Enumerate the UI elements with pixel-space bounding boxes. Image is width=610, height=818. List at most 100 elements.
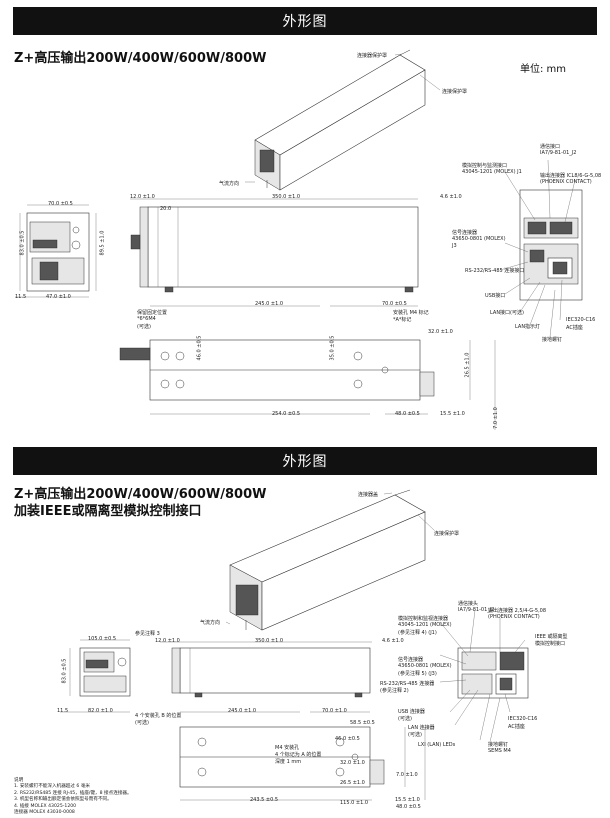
- ground-label-2: 接地螺钉: [488, 742, 509, 748]
- iso-leaders-2: [225, 492, 435, 625]
- usb-opt-2: (可选): [398, 716, 412, 722]
- section2-banner: 外形图: [13, 447, 597, 475]
- side-view-1: [130, 198, 419, 307]
- comm-port-label: 通信接口: [540, 144, 561, 150]
- dim-bottom-height: 7.0 ±1.0: [492, 407, 499, 429]
- mount-note-3: (可选): [137, 324, 151, 330]
- signal-conn-label-2: 信号连接器: [398, 657, 424, 663]
- dim2-foot-span: 82.0 ±1.0: [88, 708, 113, 714]
- dim-hole-y1: 46.0 ±0.5: [196, 335, 203, 361]
- rs232-label: RS-232/RS-485 连接接口: [465, 268, 525, 274]
- lan-label-2: LAN 连接器: [408, 725, 435, 731]
- rear-view-1: [499, 159, 583, 338]
- dim-rear-height: 26.5 ±1.0: [464, 352, 471, 378]
- mount-hole-2: *A*标记: [393, 317, 412, 323]
- side-view-2: [160, 641, 372, 713]
- remote-conn-code-2: 43045-1201 (MOLEX): [398, 622, 452, 628]
- dim-height-full: 89.5 ±1.0: [99, 230, 106, 256]
- dim2-hole-y: 46.0 ±0.5: [335, 736, 360, 742]
- bottom-view-1: [119, 339, 496, 430]
- mount-hole-2-1: M4 安装孔: [275, 745, 300, 751]
- comm-conn-label: 通信接头: [458, 601, 479, 607]
- section1-banner: 外形图: [13, 7, 597, 35]
- bottom-view-2: [179, 726, 426, 801]
- section2-title-line1: Z+高压输出200W/400W/600W/800W: [14, 487, 267, 502]
- section2-title-line2: 加装IEEE或隔离型模拟控制接口: [14, 504, 202, 519]
- bracket-label-2: 连接器盖: [358, 492, 379, 498]
- mount-note-1: 保留固定位置: [137, 310, 168, 316]
- dim2-bottom-end: 15.5 ±1.0: [395, 797, 420, 803]
- iec-label-2: IEC320-C16: [508, 716, 538, 722]
- lan-label: LAN接口(可选): [490, 310, 524, 316]
- note-line: 1. 安装螺钉不能深入机器超过 6 毫米: [14, 784, 91, 790]
- rs232-note-2: (参见注释 2): [380, 688, 409, 694]
- dim-hole-y2: 35.0 ±0.5: [329, 335, 336, 361]
- cover-label-1: 连接保护罩: [442, 89, 468, 95]
- note-line: 说明: [14, 778, 24, 783]
- dim-rear-feet: 70.0 ±0.5: [382, 301, 407, 307]
- rear-view-2: [439, 609, 529, 743]
- dim2-rear-offset: 4.6 ±1.0: [382, 638, 404, 644]
- note-line: 4. 插接 MOLEX 43025-1200: [14, 803, 77, 809]
- remote-conn-label: 模拟控制与监测接口: [462, 163, 508, 169]
- mount-note-2-1: 4 个安装孔 B 的位置: [135, 713, 182, 719]
- usb-label: USB接口: [485, 293, 506, 299]
- lan-led-label-2: LXI (LAN) LEDs: [418, 742, 456, 748]
- dim-bottom-rear: 48.0 ±0.5: [395, 411, 420, 417]
- mount-hole-2-2: 4 个标记为 A 的位置: [275, 752, 322, 758]
- dim-front-offset: 12.0 ±1.0: [130, 194, 155, 200]
- dim-width-front: 70.0 ±0.5: [48, 201, 73, 207]
- dim-rear-hole: 32.0 ±1.0: [428, 329, 453, 335]
- signal-conn-label: 信号连接器: [452, 230, 478, 236]
- lan-opt-2: (可选): [408, 732, 422, 738]
- mount-note-2: *6*6M4: [137, 316, 156, 322]
- iec-label: IEC320-C16: [566, 317, 596, 323]
- unit-label: 单位: mm: [520, 64, 567, 75]
- dim-foot-span: 47.0 ±1.0: [46, 294, 71, 300]
- note3-label: 参见注释 3: [135, 631, 160, 637]
- note-line: 连接器 MOLEX 43030-0008: [14, 810, 75, 816]
- iso-unit-1: [254, 49, 426, 191]
- mount-hole-2-3: 深度 1 mm: [275, 759, 302, 765]
- section1-title: Z+高压输出200W/400W/600W/800W: [14, 51, 267, 66]
- remote-conn-code: 43045-1201 (MOLEX) J1: [462, 169, 522, 175]
- dim-bottom-end: 15.5 ±1.0: [440, 411, 465, 417]
- dim2-bottom-rear: 48.0 ±0.5: [396, 804, 421, 810]
- front-view-1: [15, 204, 97, 298]
- output-terminal-maker-2: (PHOENIX CONTACT): [488, 614, 540, 620]
- dim-feet-span: 245.0 ±1.0: [255, 301, 284, 307]
- dim2-rear-small: 7.0 ±1.0: [396, 772, 418, 778]
- comm-port-code: IA7/9-81-01_J2: [540, 150, 577, 156]
- ieee-label-2: 模拟控制接口: [535, 641, 566, 647]
- dim2-hole-x: 58.5 ±0.5: [350, 720, 375, 726]
- lan-led-label: LAN指示灯: [515, 324, 541, 330]
- dim2-front-offset: 12.0 ±1.0: [155, 638, 180, 644]
- dim2-bottom-span: 243.5 ±0.5: [250, 797, 279, 803]
- dim2-rear-height: 26.5 ±1.0: [340, 780, 365, 786]
- dim2-length: 350.0 ±1.0: [255, 638, 284, 644]
- dim2-width-front: 105.0 ±0.5: [88, 636, 117, 642]
- remote-conn-note-2: (参见注释 4) (J1): [398, 630, 437, 636]
- signal-conn-code-2: 43650-0801 (MOLEX): [398, 663, 452, 669]
- bracket-label-1: 连接器保护罩: [357, 53, 388, 59]
- dim2-foot: 11.5: [57, 708, 69, 714]
- dim-foot: 11.5: [15, 294, 27, 300]
- dim2-feet-span: 245.0 ±1.0: [228, 708, 257, 714]
- front-view-2: [60, 639, 131, 713]
- iec-ac-label-2: AC插座: [508, 724, 525, 730]
- remote-conn-label-2: 模拟控制和监视连接器: [398, 616, 449, 622]
- iso-leaders-1: [245, 53, 441, 183]
- cover-label-2: 连接保护罩: [434, 531, 460, 537]
- mount-note-2-2: (可选): [135, 720, 149, 726]
- ground-code-2: SEMS M4: [488, 748, 511, 754]
- usb-label-2: USB 连接器: [398, 709, 425, 715]
- dim2-rear-feet: 70.0 ±1.0: [322, 708, 347, 714]
- signal-conn-code: 43650-0801 (MOLEX): [452, 236, 506, 242]
- rs232-label-2: RS-232/RS-485 连接器: [380, 681, 435, 687]
- comm-conn-code: IA7/9-81-01_J2: [458, 607, 495, 613]
- dim-bottom-span: 254.0 ±0.5: [272, 411, 301, 417]
- dim2-rear-hole: 32.0 ±1.0: [340, 760, 365, 766]
- dim-height-front: 83.0 ±0.5: [19, 230, 26, 256]
- dim-length: 350.0 ±1.0: [272, 194, 301, 200]
